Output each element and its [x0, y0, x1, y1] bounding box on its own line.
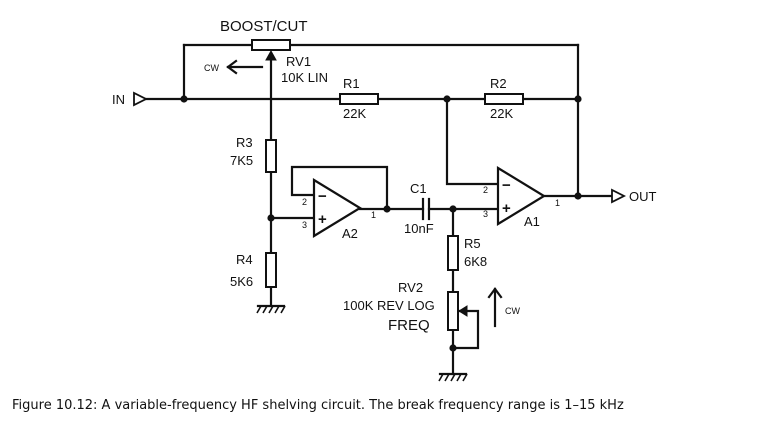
rv1-name-label: RV1	[286, 54, 311, 69]
rv1-wiper-arrow-icon	[265, 49, 277, 61]
resistor-r2	[484, 93, 524, 105]
r5-name-label: R5	[464, 236, 481, 251]
opamp-a1-label: A1	[524, 214, 540, 229]
input-label: IN	[112, 92, 125, 107]
capacitor-c1	[421, 197, 431, 221]
a1-minus-sign: −	[502, 177, 511, 194]
resistor-r4	[265, 252, 277, 288]
rv2-value-label: 100K REV LOG	[343, 298, 435, 313]
resistor-r1	[339, 93, 379, 105]
a2-plus-sign: +	[318, 211, 327, 228]
a1-pin-1-label: 1	[555, 198, 560, 208]
rv1-value-label: 10K LIN	[281, 70, 328, 85]
resistor-r3	[265, 139, 277, 173]
r1-value-label: 22K	[343, 106, 366, 121]
output-terminal-arrow-icon	[611, 188, 627, 204]
resistor-r5	[447, 235, 459, 271]
a1-plus-sign: +	[502, 200, 511, 217]
c1-value-label: 10nF	[404, 221, 434, 236]
r5-value-label: 6K8	[464, 254, 487, 269]
r2-value-label: 22K	[490, 106, 513, 121]
opamp-a2	[312, 178, 363, 238]
r4-value-label: 5K6	[230, 274, 253, 289]
rv2-wiper-arrow-icon	[458, 305, 468, 317]
rv1-cw-arrow-icon	[226, 59, 264, 75]
output-label: OUT	[629, 189, 657, 204]
rv2-cw-label: CW	[505, 306, 520, 316]
freq-label: FREQ	[388, 317, 430, 334]
c1-name-label: C1	[410, 181, 427, 196]
ground-icon	[438, 372, 468, 382]
a2-minus-sign: −	[318, 188, 327, 205]
rv2-cw-arrow-icon	[487, 287, 503, 328]
rv1-cw-label: CW	[204, 63, 219, 73]
boost-cut-label: BOOST/CUT	[220, 18, 308, 35]
r3-name-label: R3	[236, 135, 253, 150]
opamp-a1	[496, 166, 547, 226]
a1-pin-2-label: 2	[483, 185, 488, 195]
opamp-a2-label: A2	[342, 226, 358, 241]
rv2-name-label: RV2	[398, 280, 423, 295]
a2-pin-3-label: 3	[302, 220, 307, 230]
junction-dots	[180, 95, 582, 352]
input-terminal-arrow-icon	[133, 91, 149, 107]
r1-name-label: R1	[343, 76, 360, 91]
potentiometer-rv2	[447, 291, 468, 331]
a1-pin-3-label: 3	[483, 209, 488, 219]
figure-caption: Figure 10.12: A variable-frequency HF sh…	[12, 398, 624, 413]
r4-name-label: R4	[236, 252, 253, 267]
a2-pin-1-label: 1	[371, 210, 376, 220]
a2-pin-2-label: 2	[302, 197, 307, 207]
circuit-schematic: BOOST/CUT RV1 10K LIN CW IN OUT R1 22K R…	[112, 18, 657, 382]
r3-value-label: 7K5	[230, 153, 253, 168]
ground-icon	[256, 304, 286, 314]
r2-name-label: R2	[490, 76, 507, 91]
wires	[144, 43, 614, 376]
potentiometer-rv1	[251, 39, 291, 61]
